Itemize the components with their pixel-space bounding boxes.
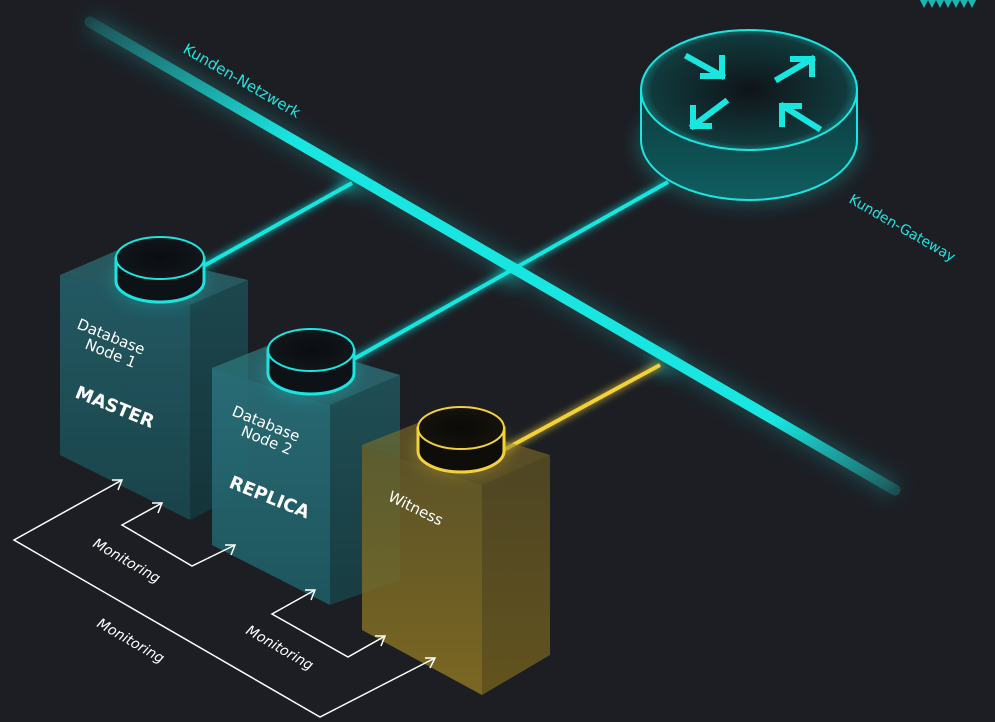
link-witness-network [499,363,661,454]
database-disk-node-2 [265,328,357,397]
router-arrows-icon [683,52,823,133]
gateway-label: Kunden-Gateway [846,192,958,266]
witness-node [362,418,550,695]
corner-decoration [920,0,976,8]
witness-disk [415,406,507,474]
link-node1-network [199,181,353,270]
link-node2-gateway [351,180,669,362]
monitoring-arrows [12,479,437,718]
database-disk-node-1 [114,236,206,304]
gateway-router [637,29,861,205]
customer-network-line [84,12,901,500]
monitoring-label-3: Monitoring [243,623,316,674]
monitoring-label-2: Monitoring [94,616,167,667]
